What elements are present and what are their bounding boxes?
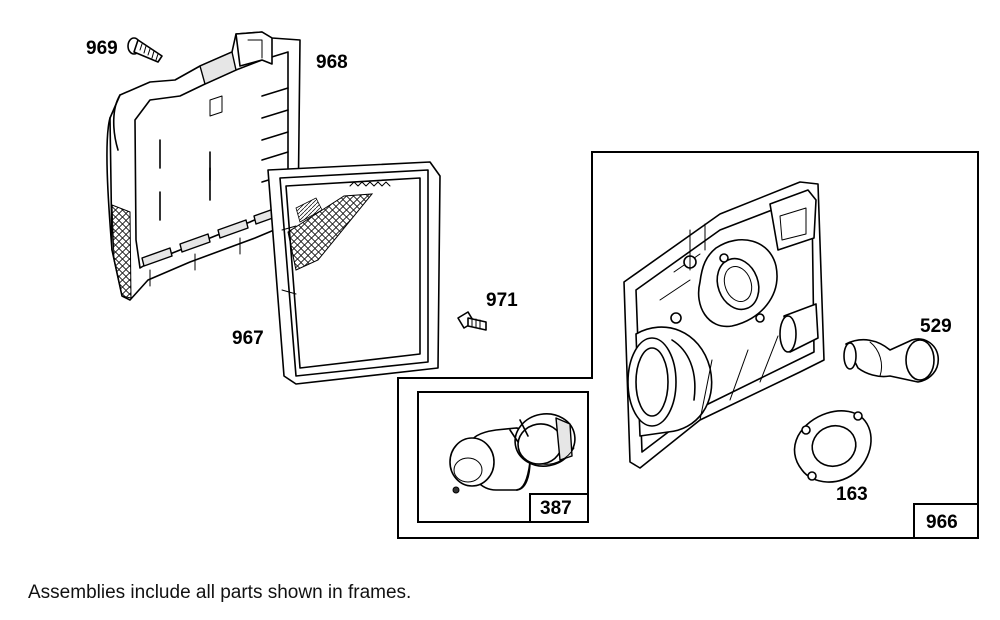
screw-969-drawing: [127, 37, 163, 63]
label-163: 163: [836, 484, 868, 505]
assembly-966-frame: [397, 151, 979, 539]
primer-retainer-drawing: [509, 413, 576, 467]
gasket-drawing: [793, 410, 872, 483]
label-968: 968: [316, 52, 348, 73]
label-387: 387: [540, 498, 572, 519]
elbow-tube-drawing: [843, 338, 940, 383]
label-971: 971: [486, 290, 518, 311]
air-cleaner-base-drawing: [623, 181, 825, 469]
air-cleaner-cover-drawing: [106, 31, 301, 301]
footnote-text: Assemblies include all parts shown in fr…: [28, 582, 412, 603]
label-966: 966: [926, 512, 958, 533]
air-filter-drawing: [267, 161, 441, 385]
exploded-parts-diagram: 969 968 967 971 529 163 387 966: [86, 31, 979, 539]
badge-966-box: [913, 503, 979, 539]
label-969: 969: [86, 38, 118, 59]
assembly-387-frame: [417, 391, 589, 523]
label-967: 967: [232, 328, 264, 349]
screw-971-drawing: [457, 311, 487, 331]
badge-387-box: [529, 493, 589, 523]
label-529: 529: [920, 316, 952, 337]
